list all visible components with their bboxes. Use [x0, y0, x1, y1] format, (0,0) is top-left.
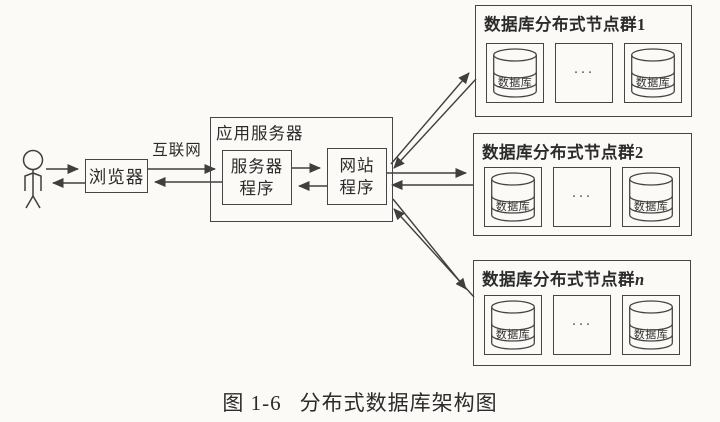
ellipsis-label: ···	[571, 316, 593, 333]
database-cylinder-icon	[493, 48, 537, 98]
database-label: 数据库	[633, 329, 669, 341]
database-label: 数据库	[633, 201, 669, 213]
database-node-box: 数据库	[486, 43, 544, 103]
cluster-1-title: 数据库分布式节点群1	[484, 11, 646, 35]
cluster-n: 数据库分布式节点群n 数据库 ···	[473, 260, 691, 366]
web-program-label-line2: 程序	[339, 177, 375, 197]
database-node-box: 数据库	[624, 43, 682, 103]
cluster-title-text: 数据库分布式节点群	[482, 270, 635, 289]
figure-caption: 图 1-6 分布式数据库架构图	[0, 387, 720, 417]
cluster-title-index: n	[635, 270, 645, 289]
web-program-label-line1: 网站	[339, 155, 375, 175]
cluster-title-index: 1	[637, 15, 646, 34]
cluster-2-title: 数据库分布式节点群2	[482, 139, 644, 163]
server-program-label-line2: 程序	[239, 178, 275, 198]
database-cylinder-icon	[631, 48, 675, 98]
cluster-2: 数据库分布式节点群2 数据库 ···	[473, 133, 692, 236]
database-label: 数据库	[495, 329, 531, 341]
figure-number: 图 1-6	[222, 391, 282, 415]
database-cylinder-icon	[629, 172, 673, 222]
cluster-title-text: 数据库分布式节点群	[482, 143, 635, 162]
browser-box: 浏览器	[85, 159, 148, 193]
cluster-title-text: 数据库分布式节点群	[484, 15, 637, 34]
server-program-box: 服务器 程序	[222, 150, 292, 205]
database-cylinder-icon	[491, 300, 535, 350]
figure-title: 分布式数据库架构图	[299, 391, 498, 415]
arrow-clustern-to-web	[393, 208, 475, 298]
cluster-n-title: 数据库分布式节点群n	[482, 266, 645, 290]
database-node-box: 数据库	[484, 295, 542, 355]
cluster-title-index: 2	[635, 143, 644, 162]
arrow-web-to-cluster1	[390, 72, 470, 165]
user-figure	[22, 149, 44, 209]
ellipsis-box: ···	[555, 43, 613, 103]
arrow-cluster1-to-web	[393, 78, 477, 169]
browser-label: 浏览器	[88, 166, 145, 187]
database-cylinder-icon	[491, 172, 535, 222]
cluster-1: 数据库分布式节点群1 数据库 ···	[475, 5, 692, 117]
database-cylinder-icon	[629, 300, 673, 350]
ellipsis-box: ···	[553, 295, 611, 355]
database-label: 数据库	[497, 77, 533, 89]
ellipsis-label: ···	[571, 188, 593, 205]
ellipsis-label: ···	[573, 64, 595, 81]
server-program-label-line1: 服务器	[230, 156, 284, 176]
internet-label: 互联网	[152, 142, 202, 159]
database-node-box: 数据库	[484, 167, 542, 227]
web-program-box: 网站 程序	[327, 148, 387, 205]
app-server-label: 应用服务器	[216, 124, 304, 143]
app-server-box: 应用服务器	[210, 117, 393, 222]
ellipsis-box: ···	[553, 167, 611, 227]
database-node-box: 数据库	[622, 167, 680, 227]
database-node-box: 数据库	[622, 295, 680, 355]
database-label: 数据库	[635, 77, 671, 89]
database-label: 数据库	[495, 201, 531, 213]
